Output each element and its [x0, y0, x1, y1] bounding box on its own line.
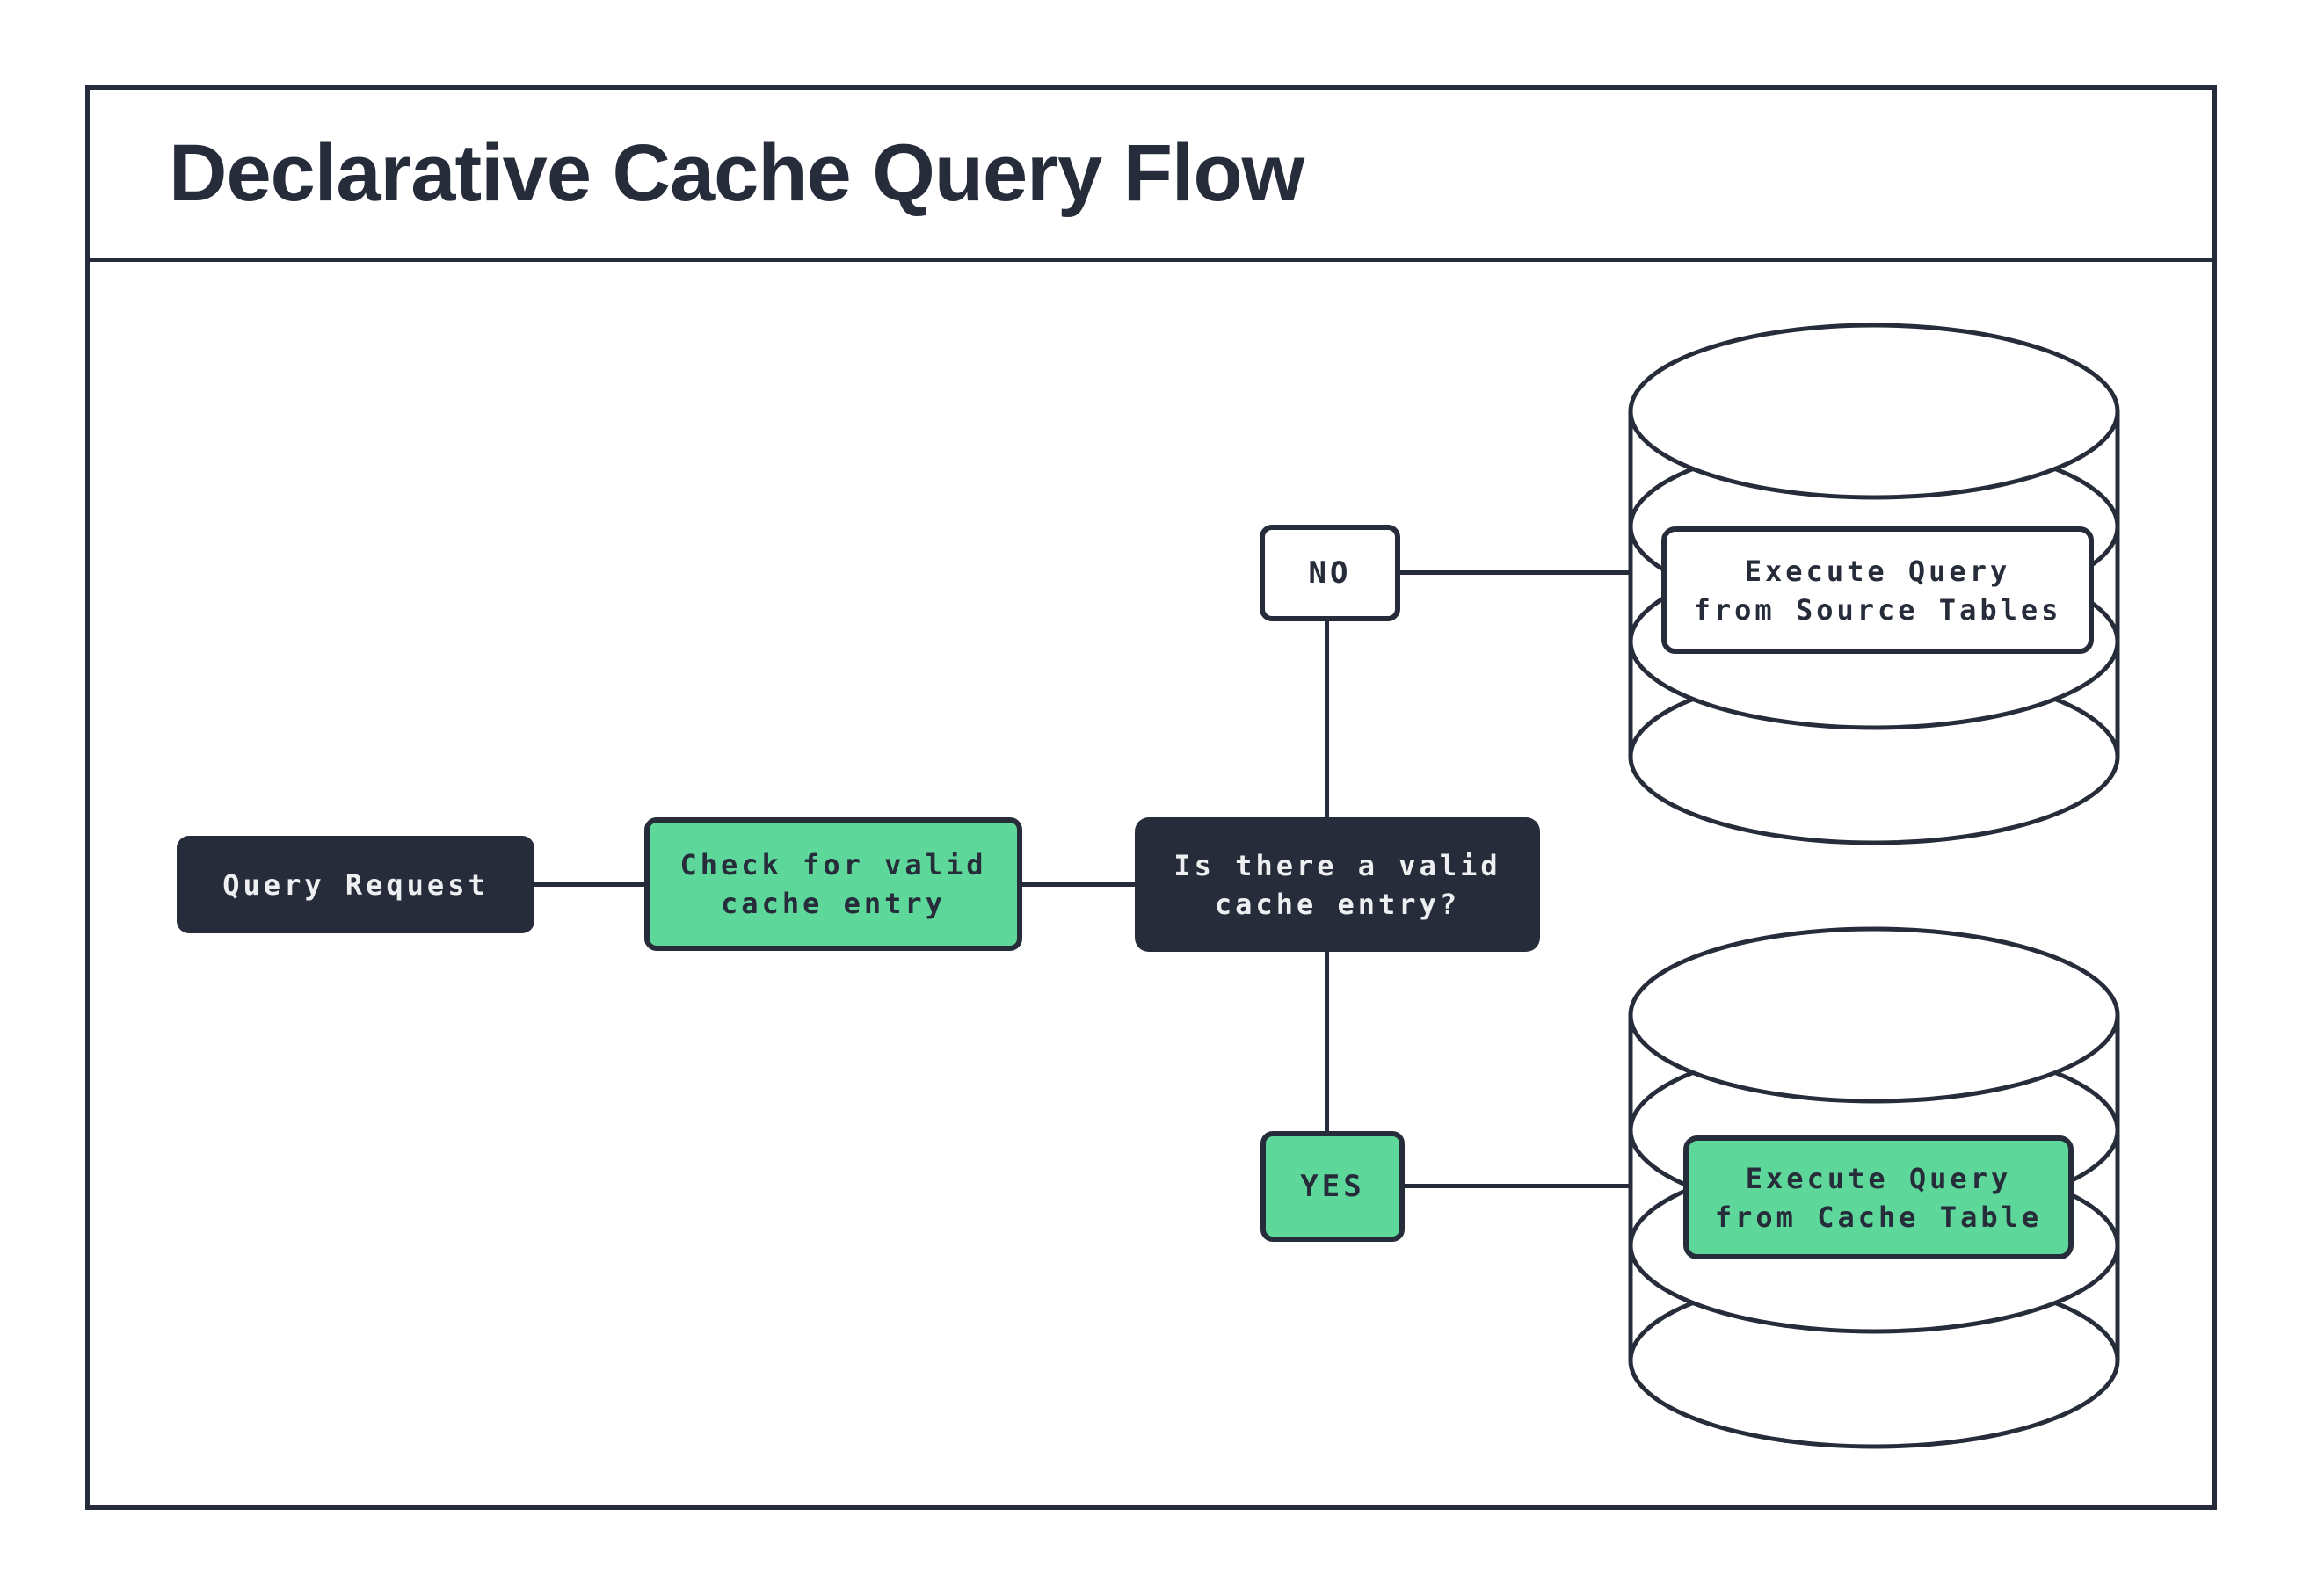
node-branch-no: NO — [1260, 525, 1400, 621]
node-execute-cache-table: Execute Query from Cache Table — [1683, 1135, 2074, 1259]
node-check-cache: Check for valid cache entry — [644, 817, 1022, 951]
database-cylinder-icon — [1628, 323, 2120, 845]
node-branch-yes: YES — [1260, 1131, 1405, 1242]
connector-query-to-check — [531, 882, 648, 887]
page-title: Declarative Cache Query Flow — [169, 128, 1304, 218]
node-execute-source-tables: Execute Query from Source Tables — [1661, 526, 2094, 654]
node-query-request: Query Request — [177, 836, 534, 933]
connector-decision-to-no — [1325, 617, 1329, 821]
connector-no-to-source-db — [1397, 570, 1631, 575]
connector-check-to-decision — [1019, 882, 1138, 887]
connector-decision-to-yes — [1325, 948, 1329, 1135]
connector-yes-to-cache-db — [1401, 1184, 1631, 1188]
node-decision-valid-cache: Is there a valid cache entry? — [1135, 817, 1540, 952]
header-divider — [85, 258, 2217, 262]
